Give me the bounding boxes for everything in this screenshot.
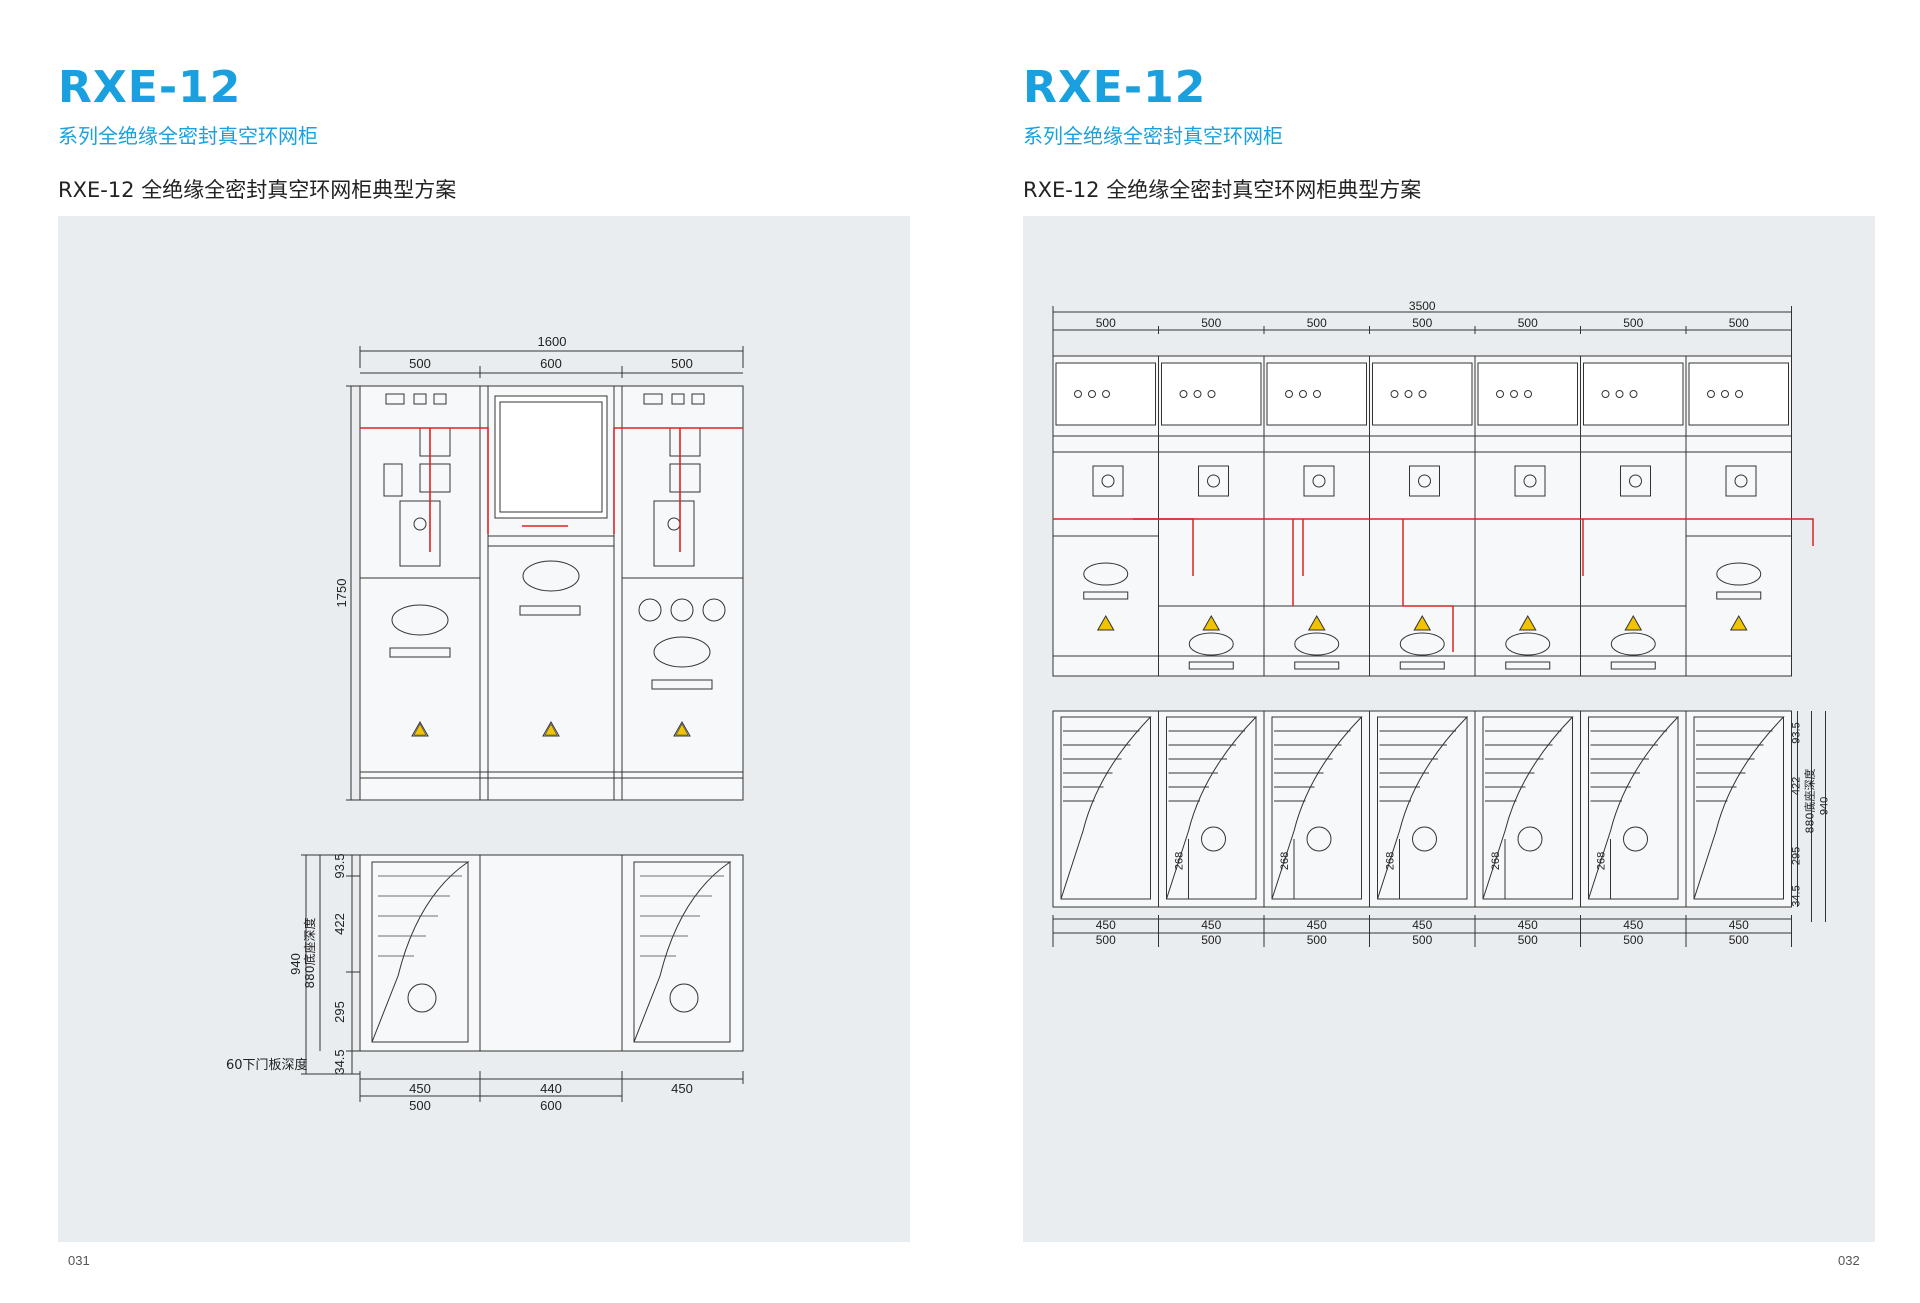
left-technical-drawing: 1600 500 600 500 1750 940 880底座深度 93.5 4… [226,334,744,1113]
depth-total-label: 940 [288,953,303,975]
inner-width-label: 450 [1307,918,1327,932]
right-technical-drawing: 3500500450500500268450500500268450500500… [1052,299,1831,947]
width-label: 500 [409,356,431,371]
height-label: 1750 [334,579,349,608]
inner-width-label: 450 [1623,918,1643,932]
outer-width-label: 500 [1307,933,1327,947]
outer-width-label: 500 [1096,933,1116,947]
total-width-label: 1600 [538,334,567,349]
inner-width-label: 450 [1729,918,1749,932]
base-depth-label: 880底座深度 [1803,769,1817,834]
plan-cell [1263,710,1370,908]
hazard-icon [1096,614,1115,631]
hazard-icon [1518,614,1537,631]
width-label: 500 [1729,316,1749,330]
outer-width-label: 500 [1518,933,1538,947]
outer-width-label: 500 [1201,933,1221,947]
right-page: RXE-12 系列全绝缘全密封真空环网柜 RXE-12 全绝缘全密封真空环网柜典… [960,0,1920,1303]
inner-width-label: 450 [671,1081,693,1096]
plan-cell [1052,710,1159,908]
hazard-icon [1413,614,1432,631]
width-label: 500 [671,356,693,371]
hole-offset-label: 268 [1596,852,1608,870]
section-heading: RXE-12 全绝缘全密封真空环网柜典型方案 [58,178,457,202]
hole-offset-label: 268 [1174,852,1186,870]
hole-offset-label: 268 [1385,852,1397,870]
seg-bottom-label: 34.5 [332,1049,347,1074]
seg-mid-label: 422 [1791,777,1803,795]
hole-offset-label: 268 [1279,852,1291,870]
inner-width-label: 450 [1518,918,1538,932]
left-page: RXE-12 系列全绝缘全密封真空环网柜 RXE-12 全绝缘全密封真空环网柜典… [58,62,910,1268]
seg-low-label: 295 [332,1001,347,1023]
width-label: 500 [1307,316,1327,330]
width-label: 500 [1623,316,1643,330]
hazard-icon [1307,614,1326,631]
page-subtitle: 系列全绝缘全密封真空环网柜 [1023,124,1283,148]
plan-cell [1369,710,1476,908]
outer-width-label: 500 [1729,933,1749,947]
inner-width-label: 450 [1201,918,1221,932]
page-title: RXE-12 [1023,62,1207,113]
depth-total-label: 940 [1819,797,1831,815]
inner-width-label: 450 [1096,918,1116,932]
width-label: 500 [1412,316,1432,330]
width-label: 500 [1518,316,1538,330]
plan-cell [1158,710,1265,908]
page-number: 031 [68,1253,90,1268]
outer-width-label: 500 [1412,933,1432,947]
hazard-icon [1624,614,1643,631]
inner-width-label: 450 [1412,918,1432,932]
hazard-icon [1729,614,1748,631]
inner-width-label: 450 [409,1081,431,1096]
seg-bottom-label: 34.5 [1791,885,1803,906]
page-title: RXE-12 [58,62,242,113]
width-label: 500 [1201,316,1221,330]
hole-offset-label: 268 [1490,852,1502,870]
hazard-icon [1202,614,1221,631]
width-label: 500 [1096,316,1116,330]
page-subtitle: 系列全绝缘全密封真空环网柜 [58,124,318,148]
outer-width-label: 500 [409,1098,431,1113]
outer-width-label: 600 [540,1098,562,1113]
plan-cell [1580,710,1687,908]
seg-mid-label: 422 [332,913,347,935]
seg-low-label: 295 [1791,847,1803,865]
plan-cell [1685,710,1792,908]
width-label: 600 [540,356,562,371]
seg-top-label: 93.5 [1791,722,1803,743]
seg-top-label: 93.5 [332,853,347,878]
section-heading: RXE-12 全绝缘全密封真空环网柜典型方案 [1023,178,1422,202]
page-number: 032 [1838,1253,1860,1268]
base-depth-label: 880底座深度 [302,918,317,989]
drawing-panel: 1600 500 600 500 1750 940 880底座深度 93.5 4… [58,216,910,1242]
outer-width-label: 500 [1623,933,1643,947]
door-depth-label: 60下门板深度 [226,1057,308,1073]
total-width-label: 3500 [1409,299,1436,313]
inner-width-label: 440 [540,1081,562,1096]
plan-cell [1474,710,1581,908]
